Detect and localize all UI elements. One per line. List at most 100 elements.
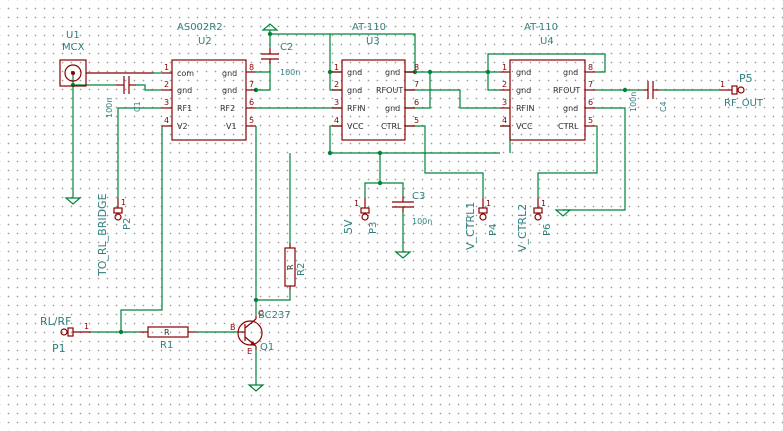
c3-ref: C3 — [412, 191, 425, 202]
capacitor-c4[interactable]: 100n C4 — [629, 81, 668, 112]
svg-text:8: 8 — [414, 63, 419, 72]
capacitor-c3[interactable]: C3 100n — [392, 191, 432, 226]
svg-text:8: 8 — [588, 63, 593, 72]
svg-text:3: 3 — [502, 98, 507, 107]
ground-icon — [261, 23, 279, 31]
u3-ref: U3 — [366, 36, 380, 47]
svg-text:RF2: RF2 — [220, 104, 235, 113]
svg-text:gnd: gnd — [563, 104, 578, 113]
svg-text:6: 6 — [588, 98, 593, 107]
u4-ref: U4 — [540, 36, 554, 47]
svg-text:1: 1 — [502, 63, 507, 72]
u2-ref: U2 — [198, 36, 212, 47]
c4-value: 100n — [629, 92, 638, 112]
svg-text:V1: V1 — [226, 122, 237, 131]
p5-ref: P5 — [739, 72, 753, 85]
svg-text:B: B — [230, 323, 236, 332]
svg-text:gnd: gnd — [347, 86, 362, 95]
r1-ref: R1 — [160, 340, 173, 351]
p2-value: TO_RL_BRIDGE — [96, 193, 109, 277]
connector-p3[interactable]: 1 5V P3 — [342, 198, 379, 234]
capacitor-c2[interactable]: C2 100n — [261, 42, 300, 77]
svg-text:5: 5 — [588, 116, 593, 125]
svg-text:RFIN: RFIN — [516, 104, 535, 113]
svg-text:gnd: gnd — [516, 86, 531, 95]
svg-text:1: 1 — [121, 198, 126, 207]
svg-text:6: 6 — [414, 98, 419, 107]
c4-ref: C4 — [659, 101, 668, 112]
svg-text:4: 4 — [334, 116, 339, 125]
p1-ref: P1 — [52, 342, 66, 355]
connector-p2[interactable]: 1 TO_RL_BRIDGE P2 — [96, 193, 133, 277]
svg-text:5: 5 — [249, 116, 254, 125]
ic-u4[interactable]: AT-110 U4 1 2 3 4 8 7 6 5 gnd gnd RFIN V… — [500, 22, 595, 141]
svg-text:3: 3 — [334, 98, 339, 107]
svg-text:5: 5 — [414, 116, 419, 125]
svg-text:3: 3 — [164, 98, 169, 107]
svg-text:4: 4 — [502, 116, 507, 125]
transistor-q1[interactable]: B C E BC237 Q1 — [230, 309, 291, 356]
svg-text:2: 2 — [334, 80, 339, 89]
svg-text:com: com — [177, 69, 194, 78]
q1-ref: Q1 — [260, 342, 274, 353]
p2-ref: P2 — [122, 218, 133, 230]
u1-ref: U1 — [66, 30, 80, 41]
resistor-r2[interactable]: R R2 — [284, 243, 307, 290]
p6-value: V_CTRL2 — [516, 204, 529, 252]
junctions — [70, 31, 628, 335]
p4-ref: P4 — [488, 224, 499, 236]
svg-text:1: 1 — [541, 199, 546, 208]
svg-text:gnd: gnd — [385, 68, 400, 77]
svg-text:VCC: VCC — [347, 122, 364, 131]
capacitor-c1[interactable]: 100n C1 — [105, 76, 142, 118]
r1-value: R — [164, 328, 170, 337]
svg-text:V2: V2 — [177, 122, 188, 131]
svg-text:gnd: gnd — [385, 104, 400, 113]
c1-value: 100n — [105, 98, 114, 118]
r2-ref: R2 — [296, 263, 307, 276]
u1-value: MCX — [62, 42, 85, 53]
svg-text:RFOUT: RFOUT — [553, 86, 580, 95]
svg-text:RFIN: RFIN — [347, 104, 366, 113]
svg-text:1: 1 — [486, 199, 491, 208]
u2-value: AS002R2 — [177, 22, 223, 33]
p3-ref: P3 — [368, 222, 379, 234]
connector-p4[interactable]: 1 V_CTRL1 P4 — [464, 198, 499, 250]
c1-ref: C1 — [133, 101, 142, 112]
connector-p6[interactable]: 1 V_CTRL2 P6 — [516, 198, 553, 252]
ground-icon — [247, 384, 265, 392]
svg-text:E: E — [247, 347, 252, 356]
resistor-r1[interactable]: R R1 — [140, 326, 196, 351]
svg-text:CTRL: CTRL — [558, 122, 579, 131]
svg-text:7: 7 — [249, 80, 254, 89]
svg-text:7: 7 — [414, 80, 419, 89]
ic-u2[interactable]: AS002R2 U2 1 2 3 4 8 7 6 5 com gnd RF1 V… — [162, 22, 256, 141]
ground-icon — [554, 209, 572, 217]
svg-text:1: 1 — [334, 63, 339, 72]
p5-value: RF_OUT — [724, 98, 764, 109]
svg-text:gnd: gnd — [516, 68, 531, 77]
svg-text:8: 8 — [249, 63, 254, 72]
svg-text:RFOUT: RFOUT — [376, 86, 403, 95]
svg-text:4: 4 — [164, 116, 169, 125]
q1-value: BC237 — [258, 310, 291, 321]
u1-mcx-connector[interactable]: U1 MCX — [59, 30, 154, 87]
svg-text:1: 1 — [164, 63, 169, 72]
ground-icon — [394, 251, 412, 259]
u4-value: AT-110 — [524, 22, 558, 33]
ic-u3[interactable]: AT-110 U3 1 2 3 4 8 7 6 5 gnd gnd RFIN V… — [332, 22, 419, 141]
connector-p1[interactable]: 1 RL/RF P1 — [40, 315, 91, 355]
svg-text:gnd: gnd — [222, 86, 237, 95]
svg-text:VCC: VCC — [516, 122, 533, 131]
r2-value: R — [286, 264, 295, 270]
svg-text:2: 2 — [164, 80, 169, 89]
p4-value: V_CTRL1 — [464, 202, 477, 250]
c2-value: 100n — [280, 68, 300, 77]
p3-value: 5V — [342, 219, 355, 234]
svg-text:gnd: gnd — [347, 68, 362, 77]
svg-text:C: C — [258, 309, 264, 318]
svg-text:gnd: gnd — [177, 86, 192, 95]
connector-p5[interactable]: 1 P5 RF_OUT — [720, 72, 764, 109]
